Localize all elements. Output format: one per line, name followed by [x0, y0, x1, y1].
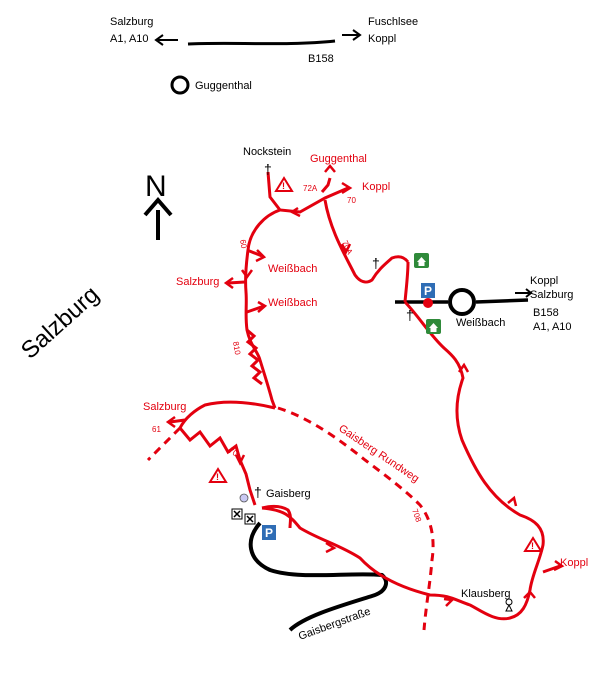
- header-right-line2: Koppl: [368, 33, 396, 45]
- hut-icon: [426, 319, 441, 334]
- label-koppl-top: Koppl: [362, 181, 390, 193]
- weissbach-roundabout-icon: [448, 288, 476, 316]
- label-right-koppl: Koppl: [530, 275, 558, 287]
- label-guggenthal: Guggenthal: [310, 153, 367, 165]
- hut-icon: [414, 253, 429, 268]
- trail-number-61: 61: [152, 425, 161, 434]
- label-gaisbergstrasse: Gaisbergstraße: [297, 606, 372, 643]
- header-left-line2: A1, A10: [110, 33, 149, 45]
- warning-icon: [208, 467, 228, 483]
- label-weissbach-1: Weißbach: [268, 263, 317, 275]
- label-right-salzburg: Salzburg: [530, 289, 573, 301]
- label-koppl-bottom: Koppl: [560, 557, 588, 569]
- warning-icon: [274, 176, 294, 192]
- label-right-b158: B158: [533, 307, 559, 319]
- trail-number-70-top: 70: [347, 196, 356, 205]
- compass-label: N: [145, 170, 167, 203]
- label-nockstein: Nockstein: [243, 146, 291, 158]
- warning-mark: !: [282, 181, 285, 191]
- header-guggenthal-label: Guggenthal: [195, 80, 252, 92]
- header-road-label: B158: [308, 53, 334, 65]
- warning-mark: !: [216, 472, 219, 482]
- trail-arrow-icon: [165, 164, 565, 607]
- guggenthal-circle-icon: [170, 75, 190, 95]
- parking-label: P: [265, 526, 273, 540]
- trailhead-dot-icon: [423, 298, 433, 308]
- summit-cross-icon: †: [264, 161, 272, 177]
- summit-cross-icon: †: [372, 255, 380, 271]
- rundweg-dashed: [146, 406, 435, 631]
- label-klausberg: Klausberg: [461, 588, 511, 600]
- header-left-line1: Salzburg: [110, 16, 153, 28]
- label-rundweg: Gaisberg Rundweg: [336, 423, 421, 486]
- chapel-icon: [505, 598, 513, 612]
- label-gaisberg: Gaisberg: [266, 488, 311, 500]
- trail-number-708: 708: [410, 508, 423, 524]
- parking-icon: [262, 525, 276, 540]
- red-trails: [169, 171, 561, 621]
- region-label: Salzburg: [16, 281, 104, 364]
- header-right-line1: Fuschlsee: [368, 16, 418, 28]
- north-arrow-icon: [143, 196, 173, 240]
- parking-label: P: [424, 284, 432, 298]
- trail-number-60: 60: [238, 239, 249, 250]
- label-salzburg-1: Salzburg: [176, 276, 219, 288]
- label-weissbach-town: Weißbach: [456, 317, 505, 329]
- summit-cross-icon: †: [406, 307, 414, 323]
- label-weissbach-2: Weißbach: [268, 297, 317, 309]
- trail-number-810: 810: [231, 341, 242, 356]
- summit-cross-icon: †: [254, 484, 262, 500]
- label-right-a: A1, A10: [533, 321, 572, 333]
- warning-icon: [523, 536, 543, 552]
- crossed-tools-icon: [231, 508, 256, 525]
- trail-number-72a: 72A: [303, 184, 318, 193]
- parking-icon: [421, 283, 435, 298]
- label-salzburg-2: Salzburg: [143, 401, 186, 413]
- warning-mark: !: [531, 541, 534, 551]
- antenna-icon: [239, 493, 249, 503]
- header-road: [154, 29, 362, 46]
